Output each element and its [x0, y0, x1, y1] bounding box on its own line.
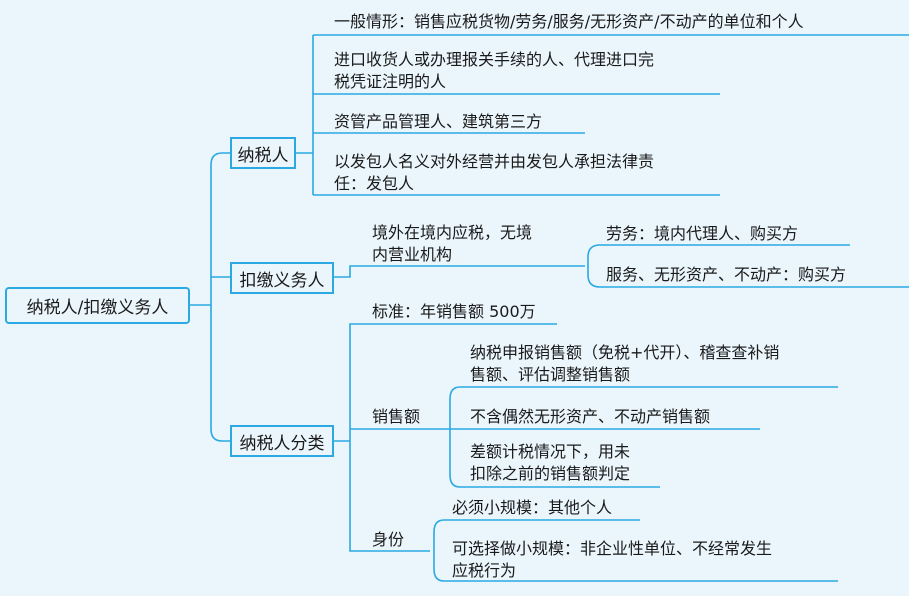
node-label: 纳税人 [237, 145, 289, 166]
node-label: 纳税人分类 [239, 433, 325, 454]
leaf-services: 服务、无形资产、不动产：购买方 [606, 265, 847, 284]
node-taxpayer[interactable]: 纳税人 [230, 137, 296, 169]
sales-label: 销售额 [372, 407, 421, 426]
leaf-sales-difference: 差额计税情况下，用未扣除之前的销售额判定 [470, 442, 631, 483]
leaf-importer: 进口收货人或办理报关手续的人、代理进口完税凭证注明的人 [334, 50, 655, 91]
leaf-general: 一般情形：销售应税货物/劳务/服务/无形资产/不动产的单位和个人 [334, 12, 804, 31]
leaf-sales-exclude: 不含偶然无形资产、不动产销售额 [470, 407, 711, 426]
leaf-contractor: 以发包人名义对外经营并由发包人承担法律责任：发包人 [334, 152, 655, 193]
leaf-identity-must: 必须小规模：其他个人 [452, 498, 613, 517]
leaf-identity-optional: 可选择做小规模：非企业性单位、不经常发生应税行为 [452, 539, 773, 580]
identity-label: 身份 [372, 530, 405, 549]
withholding-condition: 境外在境内应税，无境内营业机构 [372, 223, 533, 264]
leaf-asset-manager: 资管产品管理人、建筑第三方 [334, 112, 543, 131]
root-label: 纳税人/扣缴义务人 [26, 298, 169, 318]
node-label: 扣缴义务人 [239, 270, 325, 291]
leaf-sales-declared: 纳税申报销售额（免税+代开）、稽查查补销售额、评估调整销售额 [470, 343, 780, 384]
standard-label: 标准：年销售额 500万 [372, 302, 536, 321]
root-node[interactable]: 纳税人/扣缴义务人 [5, 287, 190, 324]
node-withholding[interactable]: 扣缴义务人 [230, 262, 334, 294]
leaf-labor: 劳务：境内代理人、购买方 [606, 224, 799, 243]
node-classification[interactable]: 纳税人分类 [230, 425, 334, 457]
